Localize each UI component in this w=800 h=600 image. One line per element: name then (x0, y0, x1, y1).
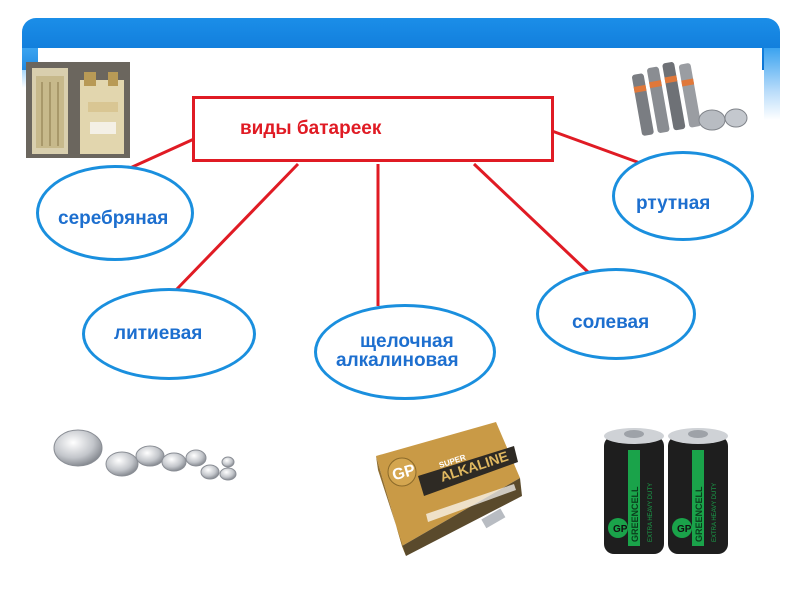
label-alkaline-line1: щелочная (360, 331, 454, 352)
node-alkaline (314, 304, 496, 400)
connector-salt (472, 162, 590, 274)
node-lithium (82, 288, 256, 380)
label-silver: серебряная (58, 208, 169, 229)
label-alkaline-line2: алкалиновая (336, 350, 459, 371)
title-box (192, 96, 554, 162)
button-cells-photo (53, 429, 237, 481)
d-cell-batteries-photo: GP GREENCELL EXTRA HEAVY DUTY GP GREENCE… (604, 428, 728, 554)
label-salt: солевая (572, 312, 650, 333)
d-cell-right: GP GREENCELL EXTRA HEAVY DUTY (668, 428, 728, 554)
old-battery-photo (26, 62, 130, 158)
node-mercury (612, 151, 754, 241)
d-cell-caption-left: EXTRA HEAVY DUTY (648, 483, 654, 542)
d-cell-brand-right: GREENCELL (694, 486, 704, 542)
mercury-battery-photo (632, 62, 748, 136)
gp-logo-flat: GP (390, 462, 417, 485)
d-cell-left: GP GREENCELL EXTRA HEAVY DUTY (604, 428, 664, 554)
gp-logo-right: GP (677, 524, 692, 535)
banner-right-edge (764, 48, 780, 120)
gp-logo-left: GP (613, 524, 628, 535)
label-lithium: литиевая (114, 323, 203, 344)
diagram-title: виды батареек (240, 118, 382, 139)
connector-mercury (551, 129, 641, 165)
banner-white-strip (38, 48, 762, 70)
connector-lithium (174, 162, 300, 292)
label-mercury: ртутная (636, 193, 711, 214)
d-cell-brand-left: GREENCELL (630, 486, 640, 542)
node-salt (536, 268, 696, 360)
flat-alkaline-battery-photo: GP SUPER ALKALINE (376, 422, 522, 556)
node-silver (36, 165, 194, 261)
d-cell-caption-right: EXTRA HEAVY DUTY (712, 483, 718, 542)
connector-silver (129, 137, 195, 170)
